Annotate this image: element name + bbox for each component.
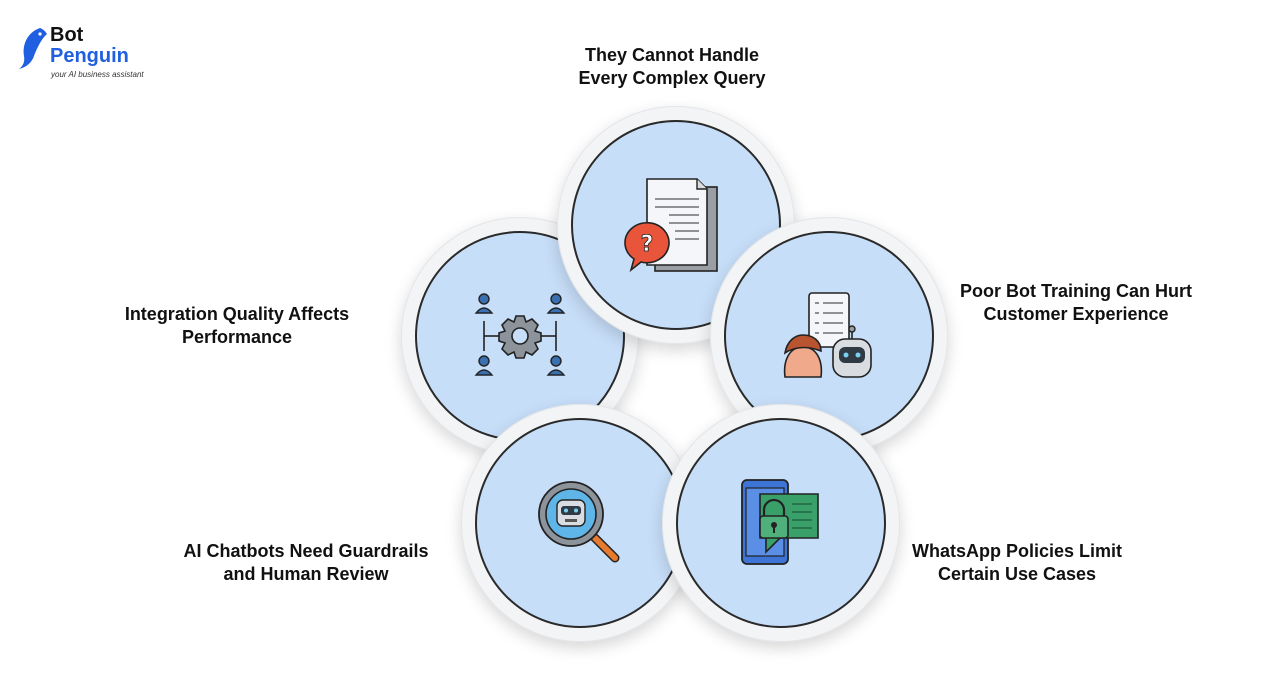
node-whatsapp-policies-disc [676,418,886,628]
document-question-icon: ? [624,178,718,273]
gear-network-icon [474,293,566,376]
node-guardrails [461,404,699,642]
person-robot-checklist-icon [783,292,872,378]
penguin-logo-icon [19,28,47,69]
brand-logo: Bot Penguin your AI business assistant [18,24,158,84]
brand-name-line2: Penguin [50,45,129,67]
brand-name-line1: Bot [50,24,84,46]
phone-lock-chat-icon [741,479,819,565]
brand-tagline: your AI business assistant [51,70,144,79]
svg-text:?: ? [641,232,654,257]
label-whatsapp-policies: WhatsApp Policies Limit Certain Use Case… [911,541,1123,584]
label-integration: Integration Quality Affects Performance [124,304,350,347]
node-complex-query: ? [557,106,795,344]
label-poor-training: Poor Bot Training Can Hurt Customer Expe… [960,281,1192,324]
label-guardrails: AI Chatbots Need Guardrails and Human Re… [183,541,429,584]
label-complex-query: They Cannot Handle Every Complex Query [578,45,766,88]
node-whatsapp-policies [662,404,900,642]
robot-magnifier-icon [538,481,620,563]
node-guardrails-disc [475,418,685,628]
